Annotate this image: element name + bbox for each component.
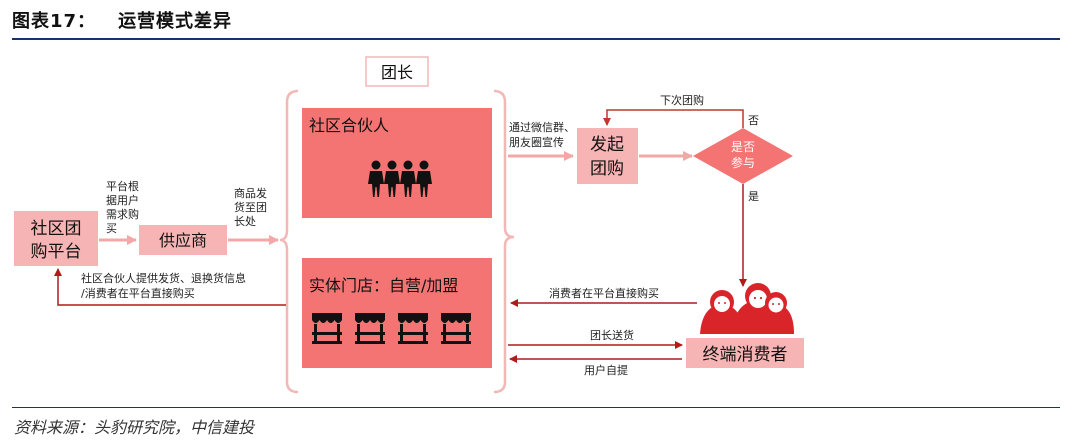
decision-label-line2: 参与 [731, 155, 755, 170]
edge-label-ship-line1: 商品发 [234, 186, 267, 200]
decision-label-line1: 是否 [731, 140, 755, 154]
store-label: 实体门店：自营/加盟 [309, 276, 458, 295]
edge-label-buy-line4: 买 [106, 222, 117, 235]
edge-label-no: 否 [748, 114, 759, 127]
edge-label-promote-line1: 通过微信群、 [509, 120, 575, 134]
figure-title-text: 运营模式差异 [118, 11, 233, 32]
platform-label-line1: 社区团 [31, 219, 82, 239]
decision-diamond [693, 128, 793, 184]
edge-label-feedback-line1: 社区合伙人提供发货、退换货信息 [81, 271, 246, 285]
edge-label-self-pickup: 用户自提 [584, 363, 628, 377]
edge-label-buy-line3: 需求购 [106, 207, 139, 221]
edge-label-delivery: 团长送货 [590, 328, 634, 342]
platform-label-line2: 购平台 [31, 242, 82, 262]
edge-label-buy-line2: 据用户 [106, 193, 139, 207]
store-icons [312, 313, 471, 344]
consumer-box [686, 338, 804, 368]
arrow-next-round [603, 109, 744, 128]
edge-label-feedback-line2: /消费者在平台直接购买 [81, 286, 195, 300]
consumers-icon [700, 283, 794, 334]
supplier-box [139, 225, 227, 255]
bottom-rule [12, 407, 1060, 408]
tuanzhang-label: 团长 [381, 63, 413, 82]
group-buy-label-line1: 发起 [590, 135, 624, 155]
people-icon [368, 160, 432, 197]
consumer-label: 终端消费者 [703, 345, 788, 365]
edge-label-yes: 是 [748, 190, 759, 203]
figure-source: 资料来源：头豹研究院，中信建投 [14, 418, 255, 437]
edge-label-promote-line2: 朋友圈宣传 [509, 135, 564, 149]
partner-label: 社区合伙人 [309, 116, 389, 135]
arrow-back-to-platform [54, 268, 286, 306]
figure-number: 图表17： [12, 11, 97, 32]
edge-label-next-round: 下次团购 [660, 93, 704, 107]
edge-label-buy-line1: 平台根 [106, 179, 139, 193]
group-buy-label-line2: 团购 [590, 159, 624, 179]
tuanzhang-left-bracket [279, 89, 299, 394]
top-rule [12, 38, 1060, 40]
tuanzhang-right-bracket [493, 89, 515, 394]
group-buy-box [577, 128, 638, 184]
tuanzhang-label-box [365, 56, 429, 87]
figure-title: 图表17： 运营模式差异 [12, 7, 232, 33]
supplier-label: 供应商 [159, 231, 207, 250]
platform-box [14, 211, 98, 266]
partner-box [302, 108, 492, 218]
edge-label-ship-line3: 长处 [234, 215, 256, 228]
edge-label-ship-line2: 货至团 [234, 200, 267, 214]
edge-label-consumer-buy-direct: 消费者在平台直接购买 [549, 286, 659, 300]
